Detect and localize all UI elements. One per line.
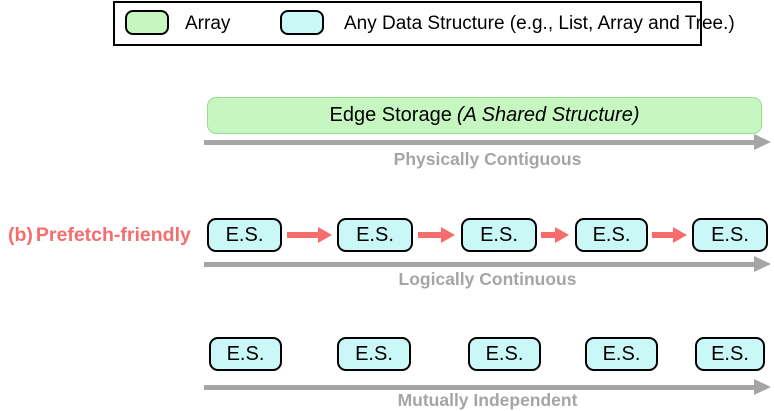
es-box-linked-2: E.S. bbox=[337, 218, 413, 252]
arrow-shaft bbox=[204, 385, 757, 390]
logically-continuous-arrow bbox=[204, 256, 771, 273]
es-box-independent-4: E.S. bbox=[585, 337, 658, 371]
es-box-independent-2: E.S. bbox=[337, 337, 411, 371]
link-arrow-icon-4 bbox=[652, 227, 687, 243]
arrow-shaft bbox=[652, 232, 675, 238]
arrow-head-icon bbox=[754, 379, 771, 395]
arrow-head-icon bbox=[673, 227, 687, 243]
arrow-head-icon bbox=[318, 227, 332, 243]
figure-label-text: Prefetch-friendly bbox=[35, 224, 191, 246]
physically-contiguous-arrow bbox=[204, 134, 771, 151]
es-box-independent-3: E.S. bbox=[468, 337, 541, 371]
legend-array-label: Array bbox=[185, 13, 231, 34]
arrow-shaft bbox=[204, 262, 757, 267]
es-box-linked-1: E.S. bbox=[207, 218, 282, 252]
arrow-shaft bbox=[287, 232, 320, 238]
es-box-linked-3: E.S. bbox=[461, 218, 537, 252]
mutually-independent-label: Mutually Independent bbox=[397, 390, 578, 410]
edge-storage-bar-title: Edge Storage bbox=[329, 104, 452, 126]
edge-storage-bar-subtitle: (A Shared Structure) bbox=[456, 104, 640, 126]
link-arrow-icon-2 bbox=[418, 227, 455, 243]
legend: Array Any Data Structure (e.g., List, Ar… bbox=[113, 1, 735, 46]
es-box-linked-5: E.S. bbox=[692, 218, 768, 252]
arrow-shaft bbox=[541, 232, 557, 238]
arrow-shaft bbox=[204, 140, 757, 145]
edge-storage-bar: Edge Storage (A Shared Structure) bbox=[207, 97, 762, 134]
arrow-head-icon bbox=[754, 134, 771, 150]
es-box-independent-5: E.S. bbox=[695, 337, 765, 371]
es-box-independent-1: E.S. bbox=[209, 337, 282, 371]
figure-label-prefix: (b) bbox=[8, 224, 33, 246]
es-box-linked-4: E.S. bbox=[575, 218, 648, 252]
arrow-shaft bbox=[418, 232, 443, 238]
legend-data-structure-label: Any Data Structure (e.g., List, Array an… bbox=[344, 13, 735, 34]
arrow-head-icon bbox=[555, 227, 569, 243]
legend-array-swatch bbox=[125, 10, 169, 35]
arrow-head-icon bbox=[441, 227, 455, 243]
link-arrow-icon-1 bbox=[287, 227, 332, 243]
link-arrow-icon-3 bbox=[541, 227, 569, 243]
legend-data-structure-swatch bbox=[280, 10, 324, 35]
mutually-independent-arrow bbox=[204, 379, 771, 396]
arrow-head-icon bbox=[754, 256, 771, 272]
figure-label: (b)Prefetch-friendly bbox=[8, 224, 191, 247]
physically-contiguous-label: Physically Contiguous bbox=[393, 149, 582, 169]
logically-continuous-label: Logically Continuous bbox=[398, 269, 577, 289]
